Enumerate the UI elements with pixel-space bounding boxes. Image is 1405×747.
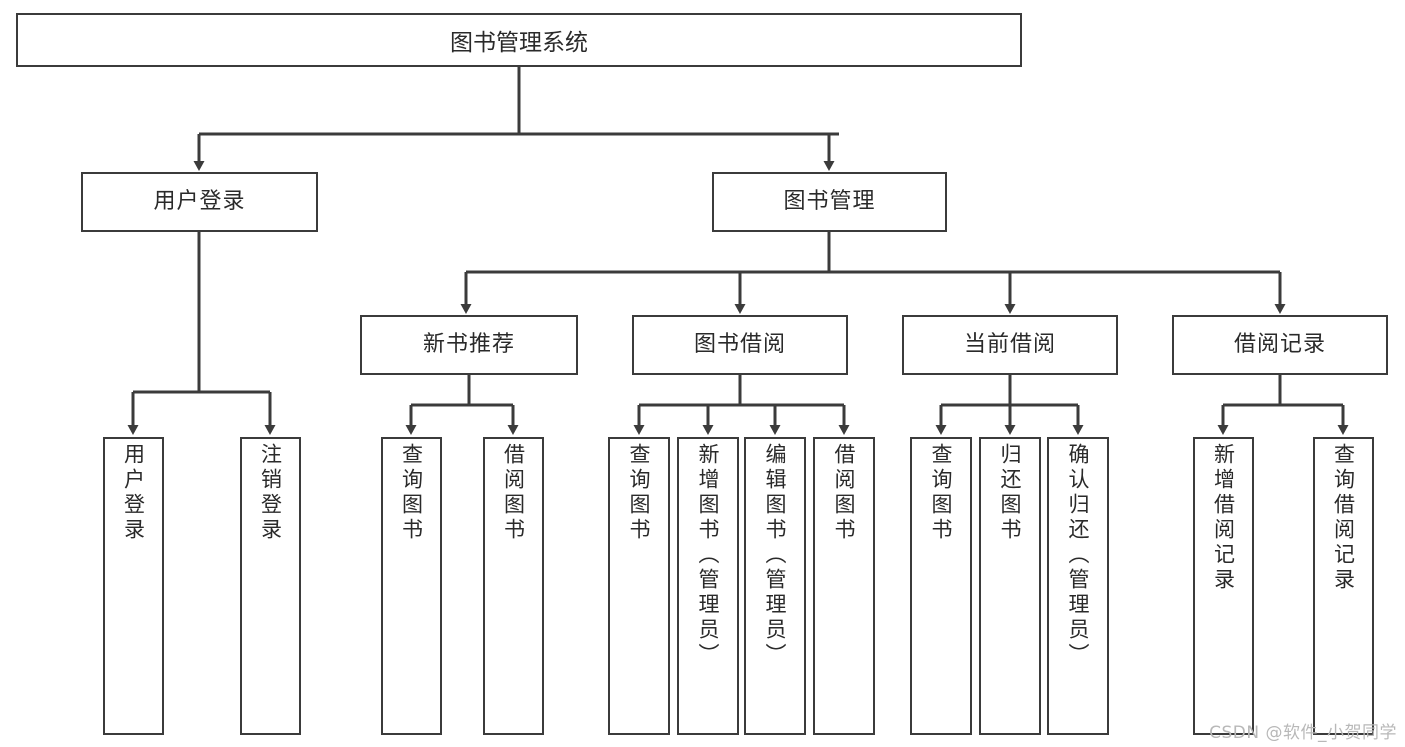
node-label: 新增借阅记录 bbox=[1211, 443, 1236, 593]
node-label: 用户登录 bbox=[153, 188, 246, 214]
leaf-current-return-book[interactable]: 归还图书 bbox=[979, 437, 1041, 735]
node-label: 查询图书 bbox=[627, 443, 652, 543]
node-label: 借阅图书 bbox=[501, 443, 526, 543]
leaf-borrow-add-book-admin[interactable]: 新增图书（管理员） bbox=[677, 437, 739, 735]
leaf-current-query-book[interactable]: 查询图书 bbox=[910, 437, 972, 735]
leaf-borrow-edit-book-admin[interactable]: 编辑图书（管理员） bbox=[744, 437, 806, 735]
node-label: 借阅图书 bbox=[832, 443, 857, 543]
node-label: 图书管理系统 bbox=[450, 30, 588, 56]
node-label: 借阅记录 bbox=[1233, 331, 1326, 357]
node-book-management[interactable]: 图书管理 bbox=[712, 172, 947, 232]
node-label: 查询借阅记录 bbox=[1331, 443, 1356, 593]
leaf-record-add-record[interactable]: 新增借阅记录 bbox=[1193, 437, 1254, 735]
node-current-borrow[interactable]: 当前借阅 bbox=[902, 315, 1118, 375]
leaf-current-confirm-return-admin[interactable]: 确认归还（管理员） bbox=[1047, 437, 1109, 735]
node-label: 归还图书 bbox=[998, 443, 1023, 543]
node-label: 当前借阅 bbox=[963, 331, 1056, 357]
node-label: 图书借阅 bbox=[693, 331, 786, 357]
node-root-system[interactable]: 图书管理系统 bbox=[16, 13, 1022, 67]
node-label: 用户登录 bbox=[121, 443, 146, 543]
node-borrow-record[interactable]: 借阅记录 bbox=[1172, 315, 1388, 375]
node-label: 注销登录 bbox=[258, 443, 283, 543]
node-label: 新增图书（管理员） bbox=[696, 443, 721, 668]
node-user-login[interactable]: 用户登录 bbox=[81, 172, 318, 232]
leaf-user-login-signin[interactable]: 用户登录 bbox=[103, 437, 164, 735]
leaf-borrow-query-book[interactable]: 查询图书 bbox=[608, 437, 670, 735]
node-label: 新书推荐 bbox=[422, 331, 515, 357]
node-label: 确认归还（管理员） bbox=[1066, 443, 1091, 668]
node-label: 编辑图书（管理员） bbox=[763, 443, 788, 668]
node-label: 查询图书 bbox=[399, 443, 424, 543]
leaf-recommend-query-book[interactable]: 查询图书 bbox=[381, 437, 442, 735]
node-label: 查询图书 bbox=[929, 443, 954, 543]
node-label: 图书管理 bbox=[783, 188, 876, 214]
leaf-recommend-borrow-book[interactable]: 借阅图书 bbox=[483, 437, 544, 735]
node-new-book-recommend[interactable]: 新书推荐 bbox=[360, 315, 578, 375]
leaf-record-query-record[interactable]: 查询借阅记录 bbox=[1313, 437, 1374, 735]
node-book-borrow[interactable]: 图书借阅 bbox=[632, 315, 848, 375]
leaf-borrow-borrow-book[interactable]: 借阅图书 bbox=[813, 437, 875, 735]
leaf-user-login-signout[interactable]: 注销登录 bbox=[240, 437, 301, 735]
watermark-text: CSDN @软件_小贺同学 bbox=[1209, 723, 1397, 743]
